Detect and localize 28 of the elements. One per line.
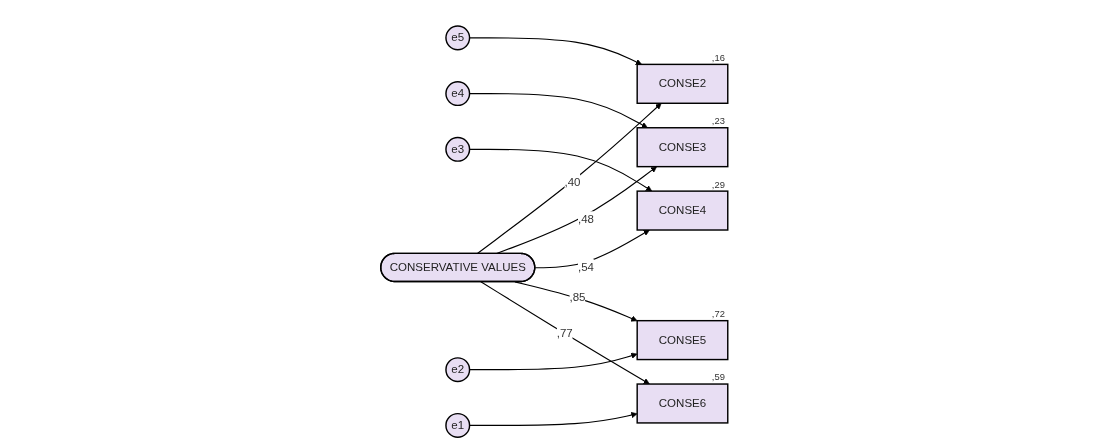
edge-label: ,40 <box>564 175 581 188</box>
node-circle: e4 <box>445 80 471 106</box>
arrow <box>469 411 638 426</box>
arrow <box>514 280 638 322</box>
node-annotation: ,29 <box>712 179 726 190</box>
arrow <box>480 280 650 384</box>
node-annotation: ,59 <box>712 371 726 382</box>
node-box: CONSE4 <box>636 189 729 231</box>
node-box: CONSE2 <box>636 63 729 104</box>
node-circle: e3 <box>445 136 471 162</box>
arrow <box>469 92 648 128</box>
arrow <box>469 148 653 191</box>
node-box: CONSE3 <box>636 126 729 167</box>
node-circle: e5 <box>445 24 471 50</box>
arrow <box>534 229 650 268</box>
node-annotation: ,72 <box>712 308 726 319</box>
node-annotation: ,16 <box>712 52 726 63</box>
node-box: CONSE6 <box>636 382 729 424</box>
node-annotation: ,23 <box>712 115 726 126</box>
edge-label: ,54 <box>578 260 595 273</box>
node-box: CONSE5 <box>636 319 729 360</box>
node-circle: e2 <box>445 356 471 382</box>
edge-label: ,85 <box>569 290 586 303</box>
edge-label: ,48 <box>578 212 595 226</box>
edge-label: ,77 <box>556 326 574 339</box>
node-circle: e1 <box>445 412 471 438</box>
arrow <box>469 352 638 370</box>
arrow <box>469 36 643 65</box>
